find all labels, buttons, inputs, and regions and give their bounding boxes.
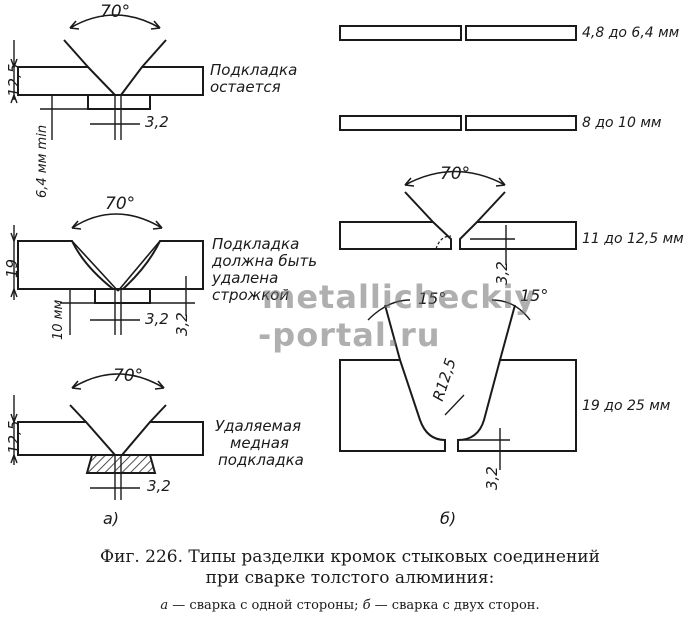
range-b4: 19 до 25 мм	[582, 398, 671, 414]
joint-b1	[339, 25, 577, 41]
thickness-label-a3: 12,5	[5, 420, 23, 454]
range-b2: 8 до 10 мм	[582, 115, 662, 131]
angle-label-b1: 70°	[440, 164, 471, 184]
joint-a1	[10, 14, 204, 140]
note-a3-line2: медная	[230, 434, 289, 452]
joint-b3	[339, 170, 577, 265]
note-a3-line3: подкладка	[218, 451, 304, 469]
angle-label-a2: 70°	[105, 194, 136, 214]
note-a3-line1: Удаляемая	[215, 417, 302, 435]
note-a1-line1: Подкладка	[210, 61, 298, 79]
joint-b4	[339, 299, 577, 470]
caption-line2: при сварке толстого алюминия:	[205, 568, 495, 588]
watermark-line1: metallicheckiy	[262, 278, 537, 316]
watermark-line2: -portal.ru	[258, 316, 441, 354]
thickness-label-a1: 12,5	[5, 63, 23, 97]
gap-label-a3: 3,2	[147, 477, 171, 495]
range-b1: 4,8 до 6,4 мм	[582, 25, 680, 41]
angle-label-a3: 70°	[113, 366, 144, 386]
note-a2-line3: удалена	[212, 269, 279, 287]
caption-sub-b-text: — сварка с двух сторон.	[370, 598, 540, 613]
caption-sub-a-text: — сварка с одной стороны;	[168, 598, 363, 613]
thickness-label-a2: 19	[3, 258, 21, 278]
gap-label-b4: 3,2	[483, 466, 501, 490]
caption-sub-b-letter: б	[362, 598, 371, 613]
caption-line1: Фиг. 226. Типы разделки кромок стыковых …	[100, 547, 600, 567]
panel-label-a: а)	[103, 509, 120, 528]
range-b3: 11 до 12,5 мм	[582, 231, 684, 247]
min-label-a1: 6,4 мм min	[35, 124, 50, 198]
note-a2-line4: строжкой	[212, 286, 290, 304]
caption-sub-a-letter: а	[160, 598, 169, 613]
caption-subtitle: а — сварка с одной стороны; б — сварка с…	[0, 598, 700, 613]
note-a2-line2: должна быть	[212, 252, 318, 270]
note-a1-line2: остается	[210, 78, 281, 96]
side-label-a2: 3,2	[173, 312, 191, 336]
panel-label-b: б)	[440, 509, 457, 528]
joint-a3	[10, 373, 204, 500]
angle-label-b3: 15°	[520, 286, 549, 305]
joint-a2	[10, 213, 204, 335]
gap-label-a2: 3,2	[145, 310, 169, 328]
note-a2-line1: Подкладка	[212, 235, 300, 253]
joint-b2	[339, 115, 577, 131]
angle-label-b2: 15°	[418, 289, 447, 308]
gap-label-a1: 3,2	[145, 113, 169, 131]
angle-label-a1: 70°	[100, 2, 131, 22]
backing-label-a2: 10 мм	[51, 299, 66, 340]
